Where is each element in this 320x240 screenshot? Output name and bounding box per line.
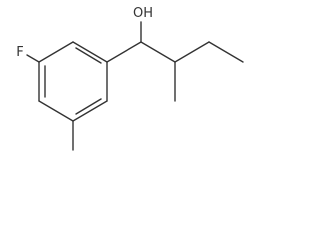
- fluorine-atom-label: F: [16, 45, 23, 60]
- ring-double-bond-b: [75, 98, 102, 115]
- fluoro-bond: [26, 54, 40, 63]
- ring-bond-6: [38, 41, 74, 63]
- ring-bond-1: [72, 41, 108, 63]
- carbinol-to-ch-bond: [140, 41, 176, 63]
- ring-to-carbinol-bond: [106, 41, 142, 63]
- ring-double-bond-a: [75, 47, 102, 64]
- ch2-to-ch3-bond: [208, 41, 244, 63]
- ch-to-ch2-bond: [174, 41, 210, 63]
- ring-bond-3: [72, 100, 108, 122]
- hydroxyl-atom-label: OH: [133, 6, 153, 21]
- ring-bond-4: [38, 100, 74, 122]
- molecule-structure-diagram: F OH: [16, 6, 244, 151]
- atom-labels: F OH: [16, 6, 153, 60]
- bonds: [26, 21, 244, 151]
